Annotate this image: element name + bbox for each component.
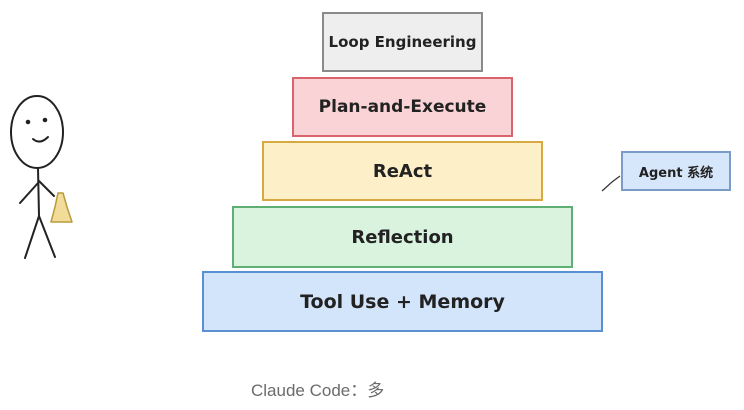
figure-body <box>37 167 40 217</box>
pyramid-layer-tool-use-memory: Tool Use + Memory <box>202 271 603 332</box>
figure-right-leg <box>38 215 56 258</box>
layer-label: Plan-and-Execute <box>318 97 487 117</box>
footer-fade <box>414 376 462 402</box>
figure-right-eye <box>42 117 48 123</box>
figure-head <box>10 95 64 169</box>
figure-left-eye <box>25 119 31 125</box>
agent-system-annotation: Agent 系统 <box>621 151 731 191</box>
pyramid-layer-loop-engineering: Loop Engineering <box>322 12 483 72</box>
figure-left-leg <box>24 215 40 259</box>
footer-caption: Claude Code：多 <box>251 381 385 400</box>
layer-label: ReAct <box>372 160 433 182</box>
figure-left-arm <box>19 182 39 204</box>
annotation-label: Agent 系统 <box>638 165 714 181</box>
layer-label: Reflection <box>351 226 454 248</box>
figure-bell <box>50 192 73 223</box>
figure-right-arm <box>38 180 55 197</box>
layer-label: Tool Use + Memory <box>300 290 505 313</box>
pyramid-layer-plan-and-execute: Plan-and-Execute <box>292 77 513 137</box>
pyramid-layer-react: ReAct <box>262 141 543 201</box>
pyramid-layer-reflection: Reflection <box>232 206 573 268</box>
annotation-connector <box>601 175 621 192</box>
layer-label: Loop Engineering <box>328 33 477 51</box>
figure-smile <box>32 136 49 143</box>
